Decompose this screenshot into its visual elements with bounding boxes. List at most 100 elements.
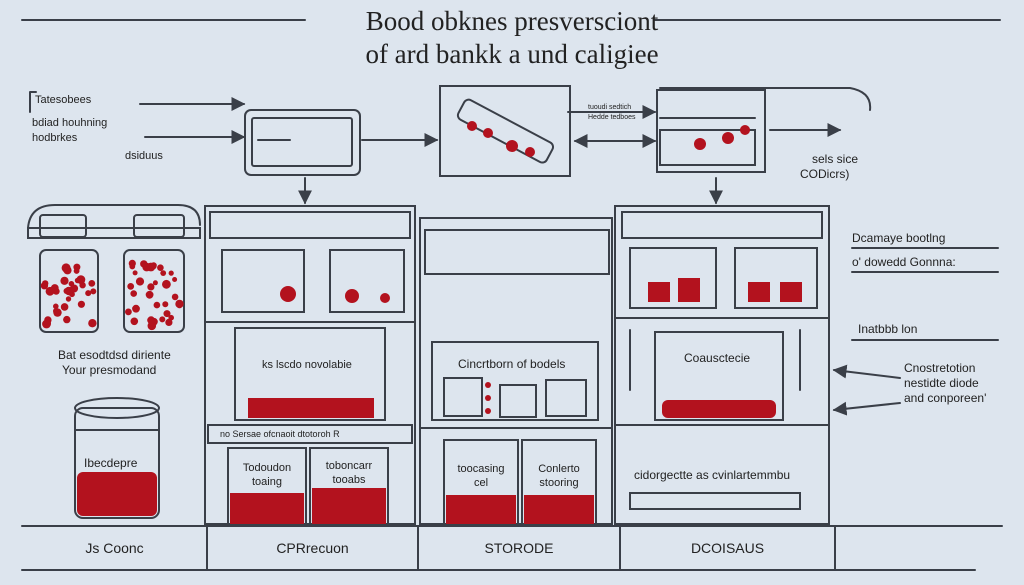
right-label-3a: Cnostretotion <box>904 361 976 375</box>
blood-cell <box>147 316 156 325</box>
col3-jar-1-label-2: cel <box>473 477 489 489</box>
curve-top-right <box>659 87 872 111</box>
blood-drop <box>485 408 491 414</box>
blood-cell <box>162 279 171 289</box>
blood-cell <box>132 270 138 276</box>
blood-drop <box>506 140 518 152</box>
col4-frame <box>614 205 830 525</box>
blood-cell <box>168 270 174 276</box>
jar-lid <box>74 397 160 419</box>
arrow-right-3 <box>832 364 901 379</box>
blood-cell <box>50 284 59 292</box>
blood-cell <box>73 268 80 274</box>
top-right-label-2: CODicrs) <box>800 167 850 181</box>
blood-cell <box>76 275 86 284</box>
left-column-frame <box>27 204 201 229</box>
blood-drop <box>467 121 477 131</box>
col2-jar-2-blood <box>312 488 386 524</box>
arrow-right-4 <box>832 401 901 416</box>
blood-cell <box>159 316 166 323</box>
blood-cell <box>157 264 164 272</box>
col4-cell-2 <box>734 247 818 309</box>
blood-cell <box>40 282 49 290</box>
col4-vial-4 <box>780 282 802 302</box>
blood-cell <box>85 290 92 297</box>
blood-cell <box>124 308 132 316</box>
col3-pack-3 <box>545 379 587 417</box>
col2-cell-2 <box>329 249 405 313</box>
left-vial-1 <box>39 249 99 333</box>
col2-strip <box>207 424 413 444</box>
col3-box-label: Cincrtborn of bodels <box>458 357 566 371</box>
blood-drop <box>345 289 359 303</box>
blood-cell <box>140 260 148 268</box>
col3-jar-2-label-2: stooring <box>539 477 579 489</box>
blood-cell <box>45 320 51 327</box>
blood-cell <box>146 262 156 272</box>
col4-long-label: cidorgectte as cvinlartemmbu <box>634 468 791 482</box>
blood-cell <box>176 302 183 309</box>
col2-box-blood <box>248 398 374 418</box>
col2-box <box>234 327 386 421</box>
col2-top-shelf <box>209 211 411 239</box>
left-column-label-2: Your presmodand <box>62 363 157 377</box>
right-label-1b: o' dowedd Gonnnа: <box>852 255 956 269</box>
blood-cell <box>130 317 139 326</box>
left-clip-2 <box>133 214 185 238</box>
blood-cell <box>63 288 70 294</box>
top-mid-small-label-2: Hedde tedboes <box>588 114 636 121</box>
tray-device <box>244 109 361 176</box>
col3-top-shelf <box>424 229 610 275</box>
bag-frame <box>439 85 571 177</box>
col3-jar-1-label-1: toocasing <box>457 463 505 475</box>
col4-vial-3 <box>748 282 770 302</box>
blood-drop <box>280 286 296 302</box>
col2-cell-1 <box>221 249 305 313</box>
blood-cell <box>163 310 171 318</box>
blood-cell <box>60 276 69 285</box>
blood-cell <box>63 266 72 275</box>
blood-cell <box>135 277 145 286</box>
top-right-label-1: sels sice <box>812 152 859 166</box>
blood-cell <box>60 303 69 311</box>
col2-strip-label: no Sersae ofcnaoit dtotoroh R <box>220 429 340 439</box>
top-left-label-1: Tatesobees <box>35 94 92 106</box>
left-vial-2 <box>123 249 185 333</box>
col4-tank-blood <box>662 400 776 418</box>
blood-cell <box>171 293 179 301</box>
blood-cell <box>53 308 62 317</box>
col2-jar-2-label-2: tooabs <box>332 474 366 486</box>
blood-cell <box>53 303 59 310</box>
blood-cell <box>165 318 173 326</box>
blood-drop <box>740 125 750 135</box>
blood-cell <box>129 263 136 270</box>
col4-tank <box>654 331 784 421</box>
blood-drop <box>485 395 491 401</box>
jar-blood <box>77 472 157 516</box>
col2-jar-2-label-1: toboncarr <box>325 460 373 472</box>
col3-pack-2 <box>499 384 537 418</box>
tray-inner <box>251 117 353 167</box>
blood-cell <box>88 319 97 328</box>
col2-box-label: ks lscdo novolabie <box>262 359 352 371</box>
blood-cell <box>77 300 85 308</box>
bottom-cell-1: Js Coonc <box>85 540 144 556</box>
col3-jar-1-blood <box>446 495 516 524</box>
col4-box-label: Coausctecie <box>684 351 751 365</box>
col3-jar-2-blood <box>524 495 594 524</box>
jar-label: Ibecdepre <box>84 456 138 470</box>
col2-jar-1-blood <box>230 493 304 524</box>
col2-jar-1-label-2: toaing <box>252 476 282 488</box>
cooler-frame <box>656 89 766 173</box>
col4-vial-2 <box>678 278 700 302</box>
col4-cell-1 <box>629 247 717 309</box>
right-label-2: Inatbbb lon <box>858 322 918 336</box>
cooler-tray <box>659 129 756 166</box>
blood-cell <box>63 315 71 324</box>
blood-cell <box>153 301 161 309</box>
page-title-line-1: Bood obknes presversciont <box>365 6 659 36</box>
blood-cell <box>65 296 72 302</box>
blood-cell <box>145 290 154 299</box>
